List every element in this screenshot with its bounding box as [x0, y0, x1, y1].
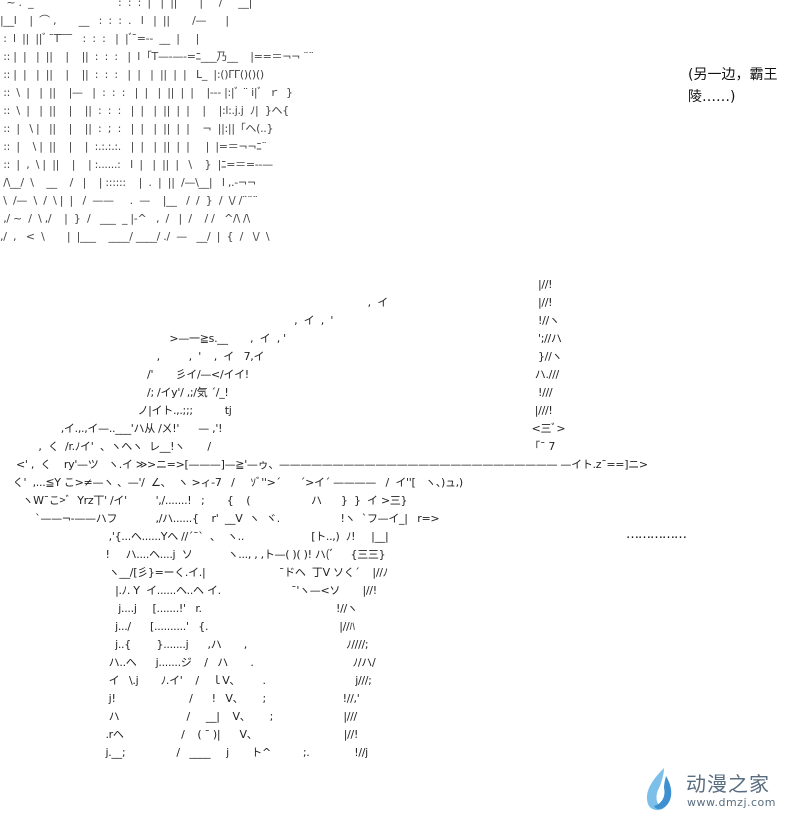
- watermark-name: 动漫之家: [686, 772, 770, 796]
- ascii-art-bow: |//! |//! !//ヽ ';//ハ }//ヽ ハ./// !/// |//…: [531, 278, 566, 453]
- narration-line-1: (另一边，霸王: [688, 67, 778, 83]
- narration-line-2: 陵……): [688, 89, 736, 105]
- flame-logo-icon: [646, 768, 672, 811]
- ellipsis-text: ……………: [626, 527, 687, 542]
- ascii-art-archer-figure: , イ , イ , ' >—一≧s.__ , イ , ': [12, 296, 648, 759]
- watermark: 动漫之家 www.dmzj.com: [640, 760, 790, 816]
- ascii-art-top-scene: ~ . _ ̄ ̄ ¨¨¨¨ : : : | | || | / __| |__l…: [0, 0, 314, 243]
- watermark-url: www.dmzj.com: [687, 796, 776, 809]
